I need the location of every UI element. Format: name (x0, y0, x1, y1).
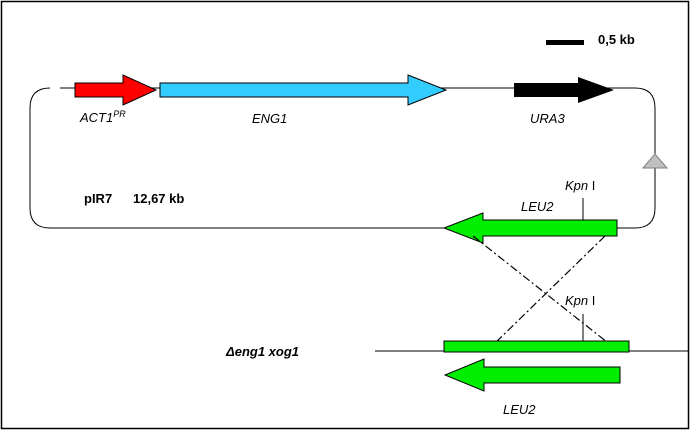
chromosome-leu2-block (443, 340, 630, 353)
kpn-site-plasmid-label: Kpn I (565, 178, 595, 193)
chromosome-strain-label: Δeng1 xog1 (225, 344, 299, 359)
crossover-line-right (491, 235, 606, 347)
kpn-site-chromosome-label: Kpn I (565, 293, 595, 308)
leu2-chromosome-arrow (443, 358, 621, 392)
scale-bar (546, 40, 584, 45)
act1-promoter-label: ACT1PR (79, 109, 126, 125)
leu2-plasmid-arrow (442, 212, 618, 244)
marker-triangle (641, 153, 669, 169)
plasmid-size: 12,67 kb (133, 191, 184, 206)
act1-promoter-arrow (74, 74, 158, 106)
plasmid-name: pIR7 (84, 191, 112, 206)
eng1-arrow (159, 74, 448, 106)
eng1-label: ENG1 (252, 111, 287, 126)
crossover-line-left (472, 235, 613, 347)
ura3-arrow (514, 77, 614, 103)
plasmid-backbone (29, 87, 656, 229)
leu2-chromosome-label: LEU2 (503, 402, 536, 417)
leu2-plasmid-label: LEU2 (521, 199, 554, 214)
ura3-label: URA3 (530, 111, 565, 126)
scale-bar-label: 0,5 kb (598, 32, 635, 47)
